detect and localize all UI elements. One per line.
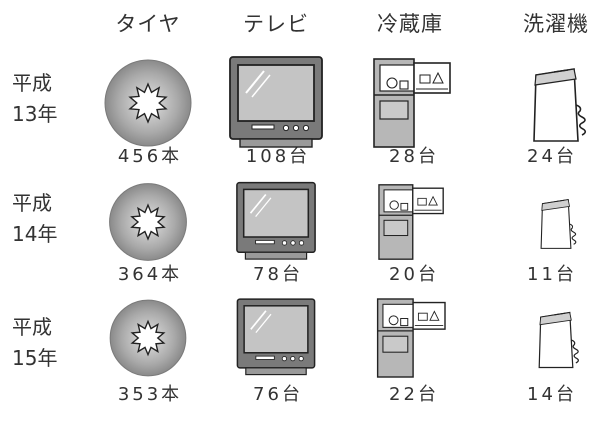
row-label-h15-year: 15年	[12, 346, 58, 370]
row-label-h14: 平成 14年	[12, 188, 57, 250]
row-label-h14-era: 平成	[12, 191, 52, 215]
count-h14-washer: 11台	[527, 264, 577, 285]
column-header-tire: タイヤ	[115, 12, 181, 36]
column-header-fridge: 冷蔵庫	[377, 12, 443, 36]
count-h13-fridge: 28台	[389, 146, 439, 167]
fridge-icon-row-3	[376, 298, 446, 378]
count-h13-tv: 108台	[245, 146, 311, 167]
count-h15-tire: 353本	[117, 384, 183, 405]
row-label-h13-era: 平成	[12, 71, 52, 95]
count-h13-washer: 24台	[527, 146, 577, 167]
row-label-h13: 平成 13年	[12, 68, 57, 130]
fridge-icon-row-2	[378, 184, 444, 260]
count-h14-tv: 78台	[253, 264, 303, 285]
column-header-washer: 洗濯機	[523, 12, 589, 36]
count-h13-tire: 456本	[117, 146, 183, 167]
row-label-h15-era: 平成	[12, 315, 52, 339]
row-label-h15: 平成 15年	[12, 312, 57, 374]
washer-icon-row-1	[533, 68, 587, 142]
count-h15-tv: 76台	[253, 384, 303, 405]
tv-icon-row-2	[236, 181, 316, 260]
fridge-icon-row-1	[373, 58, 451, 148]
count-h14-tire: 364本	[117, 264, 183, 285]
row-label-h14-year: 14年	[12, 222, 58, 246]
tv-icon-row-1	[229, 56, 323, 148]
count-h14-fridge: 20台	[389, 264, 439, 285]
tire-icon-row-1	[104, 59, 192, 147]
washer-icon-row-2	[540, 198, 577, 249]
tire-icon-row-3	[109, 299, 187, 377]
tv-icon-row-3	[236, 298, 316, 376]
count-h15-washer: 14台	[527, 384, 577, 405]
column-header-tv: テレビ	[243, 12, 309, 36]
tire-icon-row-2	[109, 183, 187, 261]
washer-icon-row-3	[538, 311, 579, 369]
row-label-h13-year: 13年	[12, 102, 58, 126]
count-h15-fridge: 22台	[389, 384, 439, 405]
